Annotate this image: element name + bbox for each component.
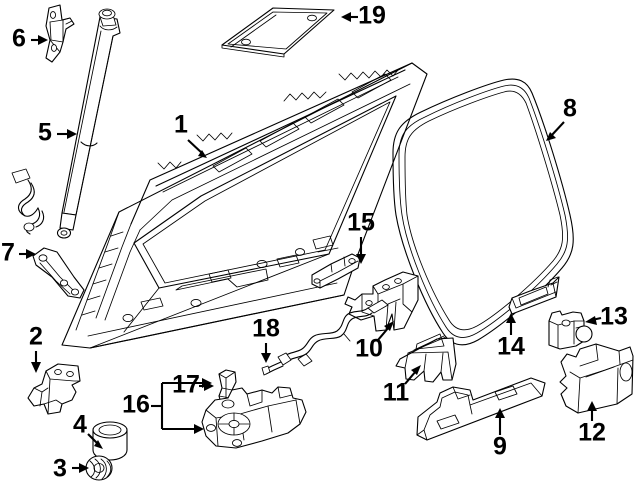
leader-15	[356, 237, 366, 264]
callout-label-8: 8	[563, 95, 577, 123]
leader-1	[187, 139, 207, 158]
part-14-license-lamp-bracket	[508, 276, 560, 315]
washer-hose-left	[11, 168, 45, 235]
callout-label-7: 7	[1, 239, 15, 267]
callout-label-16: 16	[122, 391, 150, 419]
callout-label-11: 11	[383, 379, 410, 407]
part-3-grommet-plug	[85, 455, 113, 481]
leader-12	[587, 401, 597, 421]
part-8-weatherstrip-seal	[392, 78, 574, 346]
callout-label-6: 6	[12, 25, 26, 53]
callout-label-15: 15	[347, 209, 375, 237]
leader-17	[199, 381, 214, 391]
part-6-strut-bracket	[45, 4, 75, 63]
leader-9	[495, 408, 505, 435]
callout-label-12: 12	[578, 419, 606, 447]
leader-6	[31, 35, 48, 45]
part-18-washer-hose-nozzle	[261, 299, 389, 376]
callout-label-17: 17	[172, 371, 200, 399]
leader-19	[341, 12, 358, 22]
part-15-support-bracket	[311, 253, 361, 289]
callout-label-5: 5	[38, 119, 52, 147]
callout-label-13: 13	[600, 303, 628, 331]
leader-13	[585, 316, 602, 325]
leader-4	[87, 433, 103, 449]
callout-label-2: 2	[29, 323, 43, 351]
leader-8	[546, 121, 565, 141]
leader-11	[404, 365, 421, 385]
part-7-hinge-arm	[32, 247, 85, 299]
part-11-latch-cover	[395, 333, 457, 383]
part-5-lift-support-strut	[56, 8, 121, 239]
callout-label-19: 19	[358, 2, 386, 30]
part-4-bumper-stop	[92, 421, 128, 461]
leader-14	[506, 313, 516, 335]
part-16-wiper-motor-assembly	[201, 386, 307, 449]
callout-label-18: 18	[252, 315, 280, 343]
leader-2	[31, 351, 41, 373]
callout-label-3: 3	[53, 455, 67, 482]
leader-10	[377, 321, 394, 341]
callout-label-4: 4	[73, 411, 87, 439]
callout-label-9: 9	[493, 433, 507, 461]
part-19-roof-applique-panel	[221, 7, 335, 58]
part-2-liftgate-hinge-lower	[27, 363, 81, 415]
leader-7	[19, 249, 36, 259]
part-9-striker-reinforcement	[416, 377, 546, 441]
leader-3	[72, 463, 89, 473]
leader-18	[261, 343, 271, 363]
callout-label-1: 1	[174, 111, 188, 139]
part-12-handle-housing	[559, 343, 634, 414]
callout-label-14: 14	[497, 333, 525, 361]
part-13-lock-actuator	[548, 310, 593, 350]
callout-label-10: 10	[355, 335, 383, 363]
leader-5	[57, 129, 77, 139]
